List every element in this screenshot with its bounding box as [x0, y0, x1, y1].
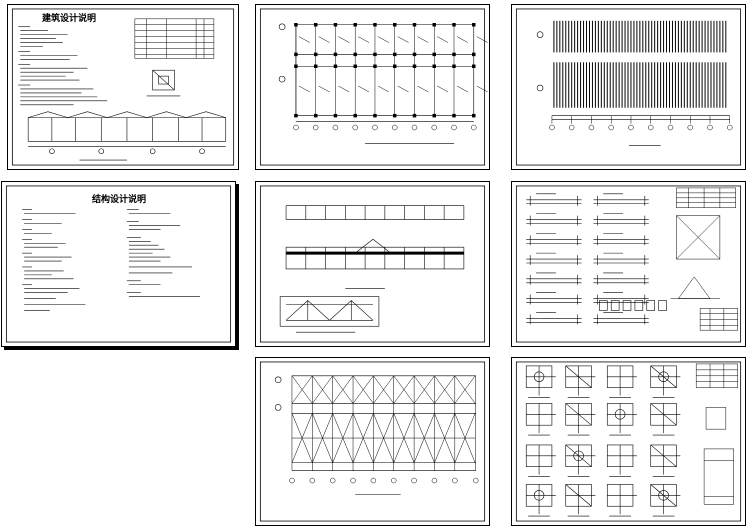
drawing-sheet-floor-plan	[255, 4, 490, 170]
beam-sections-drawing	[515, 185, 742, 343]
drawing-sheet-joint-details	[511, 357, 746, 526]
drawing-sheet-beam-sections	[511, 181, 746, 347]
sheet-title: 结构设计说明	[92, 195, 147, 205]
drawing-sheet-frame-elevations	[255, 181, 490, 347]
structural-notes-drawing	[5, 185, 232, 343]
drawing-sheet-roof-plan	[511, 4, 746, 170]
frame-elevations-drawing	[259, 185, 486, 343]
sheet-title: 建筑设计说明	[42, 14, 97, 24]
drawing-sheet-structural-notes: 结构设计说明	[1, 181, 236, 347]
floor-plan-drawing	[259, 8, 488, 166]
joint-details-drawing	[515, 361, 742, 522]
roof-plan-drawing	[515, 8, 742, 166]
architectural-notes-drawing	[11, 8, 235, 166]
bracing-plan-drawing	[259, 361, 486, 522]
drawing-sheet-architectural-notes: 建筑设计说明	[7, 4, 239, 170]
drawing-sheet-bracing-plan	[255, 357, 490, 526]
